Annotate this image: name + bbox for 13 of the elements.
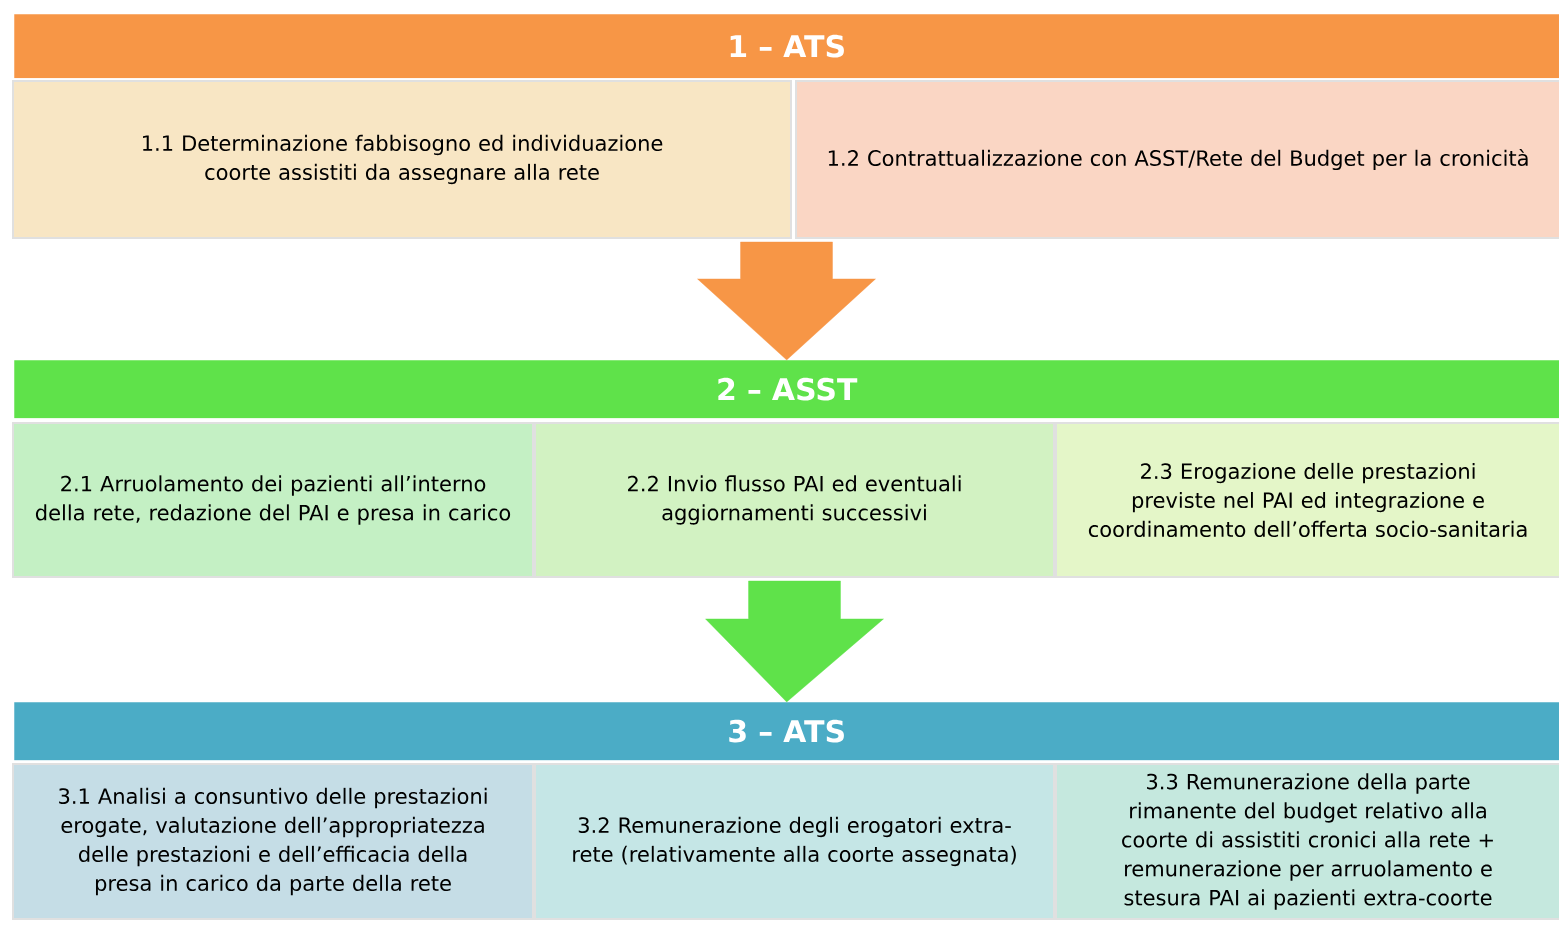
step-box: 2.3 Erogazione delle prestazioni previste nel PAI ed integrazione e coordinamento dell’offerta socio-sanitaria xyxy=(1055,422,1559,578)
step-box: 3.3 Remunerazione della parte rimanente del budget relativo alla coorte di assistiti cronici alla rete + remunerazione per arruolamento e stesura PAI ai pazienti extra-coorte xyxy=(1055,763,1559,920)
step-box: 1.2 Contrattualizzazione con ASST/Rete del Budget per la cronicità xyxy=(795,80,1559,239)
block-arrow xyxy=(697,241,876,361)
step-box: 2.1 Arruolamento dei pazienti all’interno della rete, redazione del PAI e presa in carico xyxy=(12,422,534,578)
step-box: 3.2 Remunerazione degli erogatori extra-rete (relativamente alla coorte assegnata) xyxy=(534,763,1055,920)
section-header-bar: 3 – ATS xyxy=(14,702,1559,761)
step-box: 3.1 Analisi a consuntivo delle prestazioni erogate, valutazione dell’appropriatezza delle prestazioni e dell’efficacia della presa in carico da parte della rete xyxy=(12,763,534,920)
block-arrow xyxy=(705,580,884,703)
section-header-bar: 2 – ASST xyxy=(14,360,1559,419)
step-box: 2.2 Invio flusso PAI ed eventuali aggiornamenti successivi xyxy=(534,422,1055,578)
section-header-bar: 1 – ATS xyxy=(14,14,1559,79)
step-box: 1.1 Determinazione fabbisogno ed individuazione coorte assistiti da assegnare alla rete xyxy=(12,80,792,239)
